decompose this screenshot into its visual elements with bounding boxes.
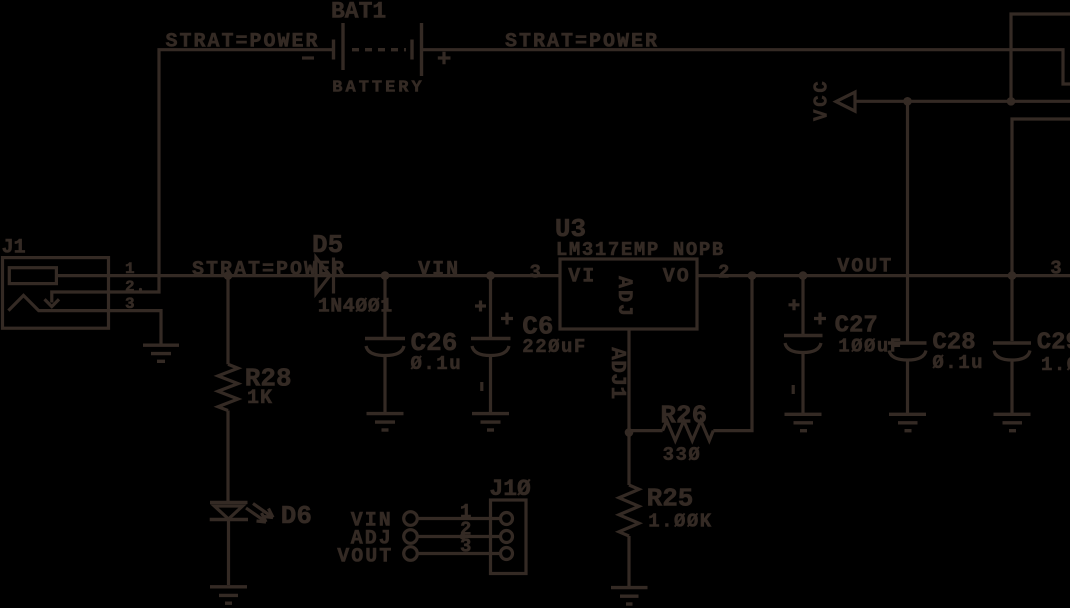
svg-text:Ø.1u: Ø.1u <box>932 352 984 374</box>
svg-text:STRAT=POWER: STRAT=POWER <box>505 30 659 53</box>
svg-text:BAT1: BAT1 <box>331 0 386 24</box>
svg-text:2: 2 <box>460 519 471 541</box>
svg-text:VCC: VCC <box>811 78 833 121</box>
svg-text:VIN: VIN <box>418 258 460 281</box>
svg-text:BATTERY: BATTERY <box>332 78 424 97</box>
svg-text:Ø.1u: Ø.1u <box>411 353 463 375</box>
svg-text:VO: VO <box>663 265 691 288</box>
svg-text:D6: D6 <box>281 501 312 531</box>
svg-text:J1Ø: J1Ø <box>489 476 531 502</box>
svg-text:VIN: VIN <box>351 510 393 533</box>
svg-text:C6: C6 <box>522 312 553 342</box>
svg-text:1.ØØK: 1.ØØK <box>648 511 713 533</box>
svg-text:3: 3 <box>125 295 135 313</box>
svg-text:C28: C28 <box>932 330 975 357</box>
svg-text:22ØuF: 22ØuF <box>522 336 587 358</box>
svg-text:R25: R25 <box>647 483 694 513</box>
svg-text:VOUT: VOUT <box>837 256 893 279</box>
svg-text:D5: D5 <box>312 230 343 260</box>
svg-text:1N4ØØ1: 1N4ØØ1 <box>318 295 393 318</box>
svg-text:3: 3 <box>460 536 471 558</box>
svg-text:VI: VI <box>568 265 596 288</box>
svg-text:1: 1 <box>125 260 135 278</box>
svg-text:2: 2 <box>718 262 729 284</box>
svg-text:1K: 1K <box>247 387 273 410</box>
svg-text:33Ø: 33Ø <box>663 444 702 466</box>
svg-text:ADJ: ADJ <box>612 276 635 318</box>
svg-text:2: 2 <box>125 278 135 296</box>
svg-text:LM317EMP NOPB: LM317EMP NOPB <box>556 239 725 261</box>
svg-text:C26: C26 <box>411 328 458 358</box>
svg-text:STRAT=POWER: STRAT=POWER <box>192 258 346 281</box>
svg-text:ADJ: ADJ <box>351 528 393 551</box>
svg-text:1ØØuF: 1ØØuF <box>838 335 903 357</box>
svg-text:C27: C27 <box>835 313 878 340</box>
svg-text:U3: U3 <box>555 214 586 244</box>
svg-text:3: 3 <box>1050 258 1061 280</box>
svg-text:ADJ1: ADJ1 <box>605 347 628 399</box>
svg-text:1: 1 <box>460 501 471 523</box>
svg-text:STRAT=POWER: STRAT=POWER <box>166 30 320 53</box>
svg-text:C29: C29 <box>1037 330 1070 357</box>
svg-text:R28: R28 <box>245 364 292 394</box>
svg-text:3: 3 <box>530 262 541 284</box>
svg-text:1.Øu: 1.Øu <box>1041 354 1070 376</box>
svg-text:J1: J1 <box>2 236 26 259</box>
svg-text:R26: R26 <box>660 400 707 430</box>
svg-text:VOUT: VOUT <box>337 546 393 569</box>
